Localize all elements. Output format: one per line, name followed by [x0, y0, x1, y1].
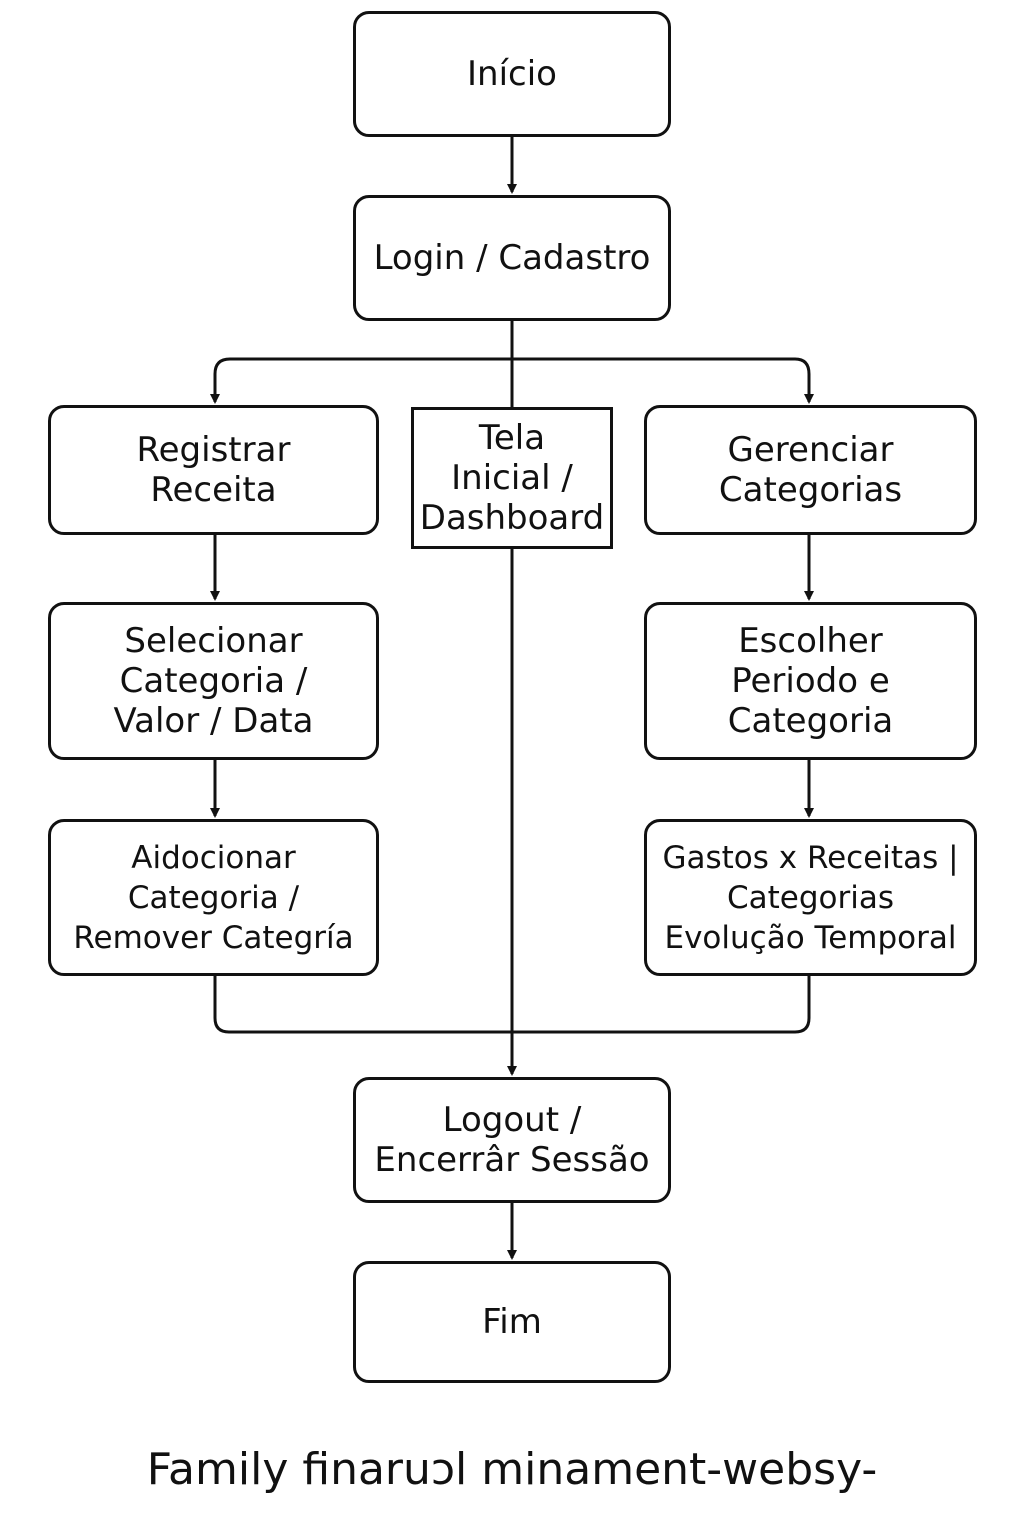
node-registrar-receita: Registrar Receita	[48, 405, 379, 535]
node-selecionar-categoria: Selecionar Categoria / Valor / Data	[48, 602, 379, 760]
node-fim: Fim	[353, 1261, 671, 1383]
node-inicio: Início	[353, 11, 671, 137]
arrow-login-gerenciar	[512, 357, 814, 404]
arrow-login-receita	[210, 357, 512, 404]
connector-merge-right	[512, 976, 811, 1034]
node-dashboard: Tela Inicial / Dashboard	[411, 407, 613, 549]
node-adicionar-categoria: Aidocionar Categoria / Remover Categría	[48, 819, 379, 976]
connector-merge-left	[213, 976, 512, 1034]
node-gerenciar-categorias: Gerenciar Categorias	[644, 405, 977, 535]
node-login-cadastro: Login / Cadastro	[353, 195, 671, 321]
node-gastos-receitas: Gastos x Receitas | Categorias Evolução …	[644, 819, 977, 976]
footer-caption: Family finaruↄl minament-websy-	[146, 1444, 878, 1495]
node-escolher-periodo: Escolher Periodo e Categoria	[644, 602, 977, 760]
node-logout: Logout / Encerrâr Sessão	[353, 1077, 671, 1203]
